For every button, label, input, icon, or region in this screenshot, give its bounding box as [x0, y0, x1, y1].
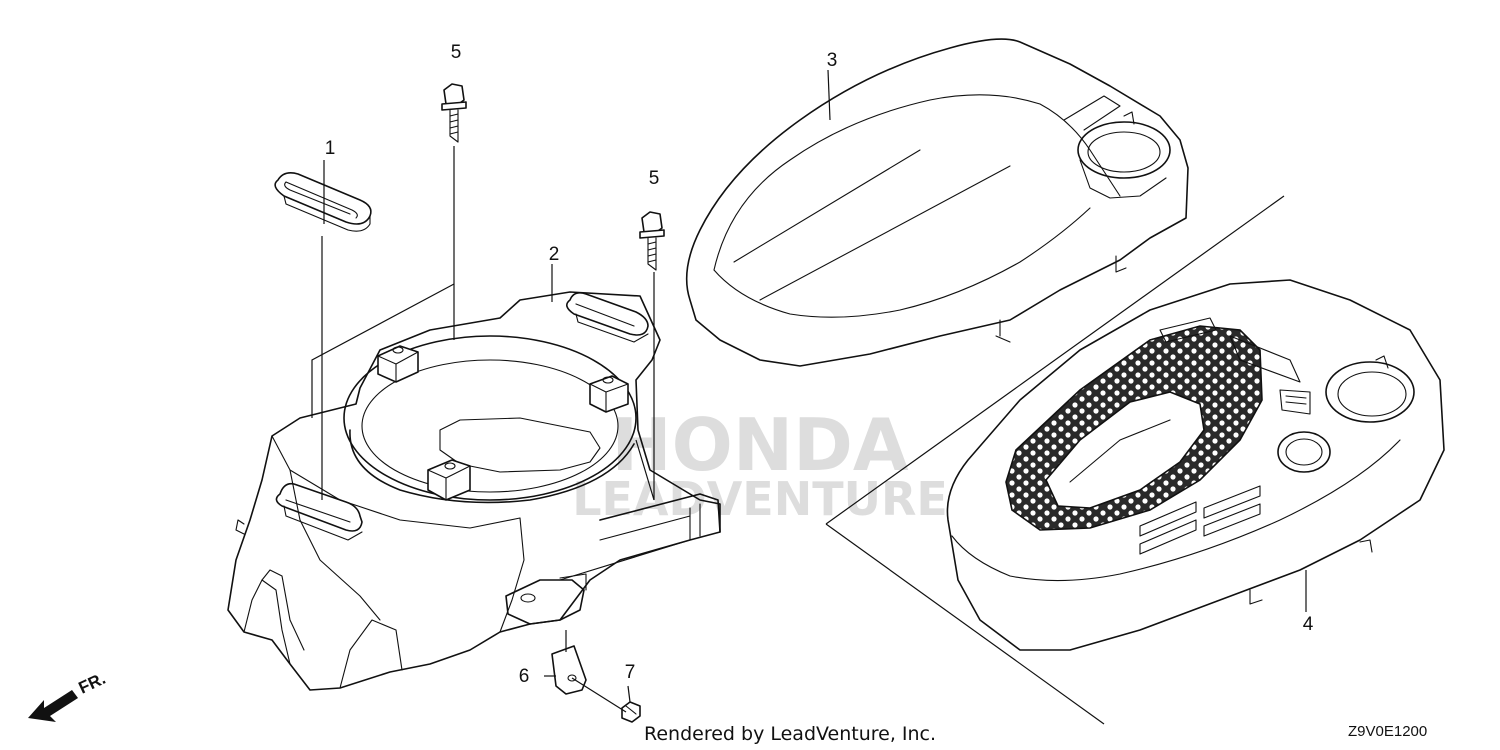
callout-5-lower: 5	[649, 168, 660, 189]
part-2-fan-cover	[227, 291, 721, 691]
leader-lines	[311, 69, 1307, 713]
front-label: FR.	[76, 669, 109, 698]
callout-7: 7	[625, 662, 636, 683]
part-5-bolt-lower	[639, 211, 665, 271]
part-5-bolt-upper	[441, 83, 467, 143]
ring-lug-top	[377, 345, 419, 383]
callout-6: 6	[519, 666, 530, 687]
callout-5-upper: 5	[451, 42, 462, 63]
watermark-sub: LEADVENTURE	[572, 472, 948, 526]
part-1-grommet	[274, 172, 372, 232]
callout-4: 4	[1303, 614, 1314, 635]
callout-3: 3	[827, 50, 838, 71]
watermark-brand: HONDA	[611, 403, 908, 487]
callout-2: 2	[549, 244, 560, 265]
callouts: 1 2 3 4 5 5 6 7	[325, 42, 1314, 687]
ring-lug-right	[589, 375, 629, 413]
diagram-code: Z9V0E1200	[1348, 723, 1427, 740]
part-4-plane	[825, 195, 1285, 525]
front-arrow-icon	[28, 690, 78, 722]
watermark: HONDA LEADVENTURE	[572, 403, 948, 526]
part-6-clip	[551, 645, 587, 695]
render-credit: Rendered by LeadVenture, Inc.	[644, 723, 936, 745]
part-3-cover	[685, 38, 1189, 367]
part-7-screw	[621, 701, 641, 723]
front-direction-indicator: FR.	[28, 669, 109, 722]
part-4-top-cover	[946, 279, 1445, 651]
ring-lug-front	[427, 459, 471, 501]
callout-1: 1	[325, 138, 336, 159]
